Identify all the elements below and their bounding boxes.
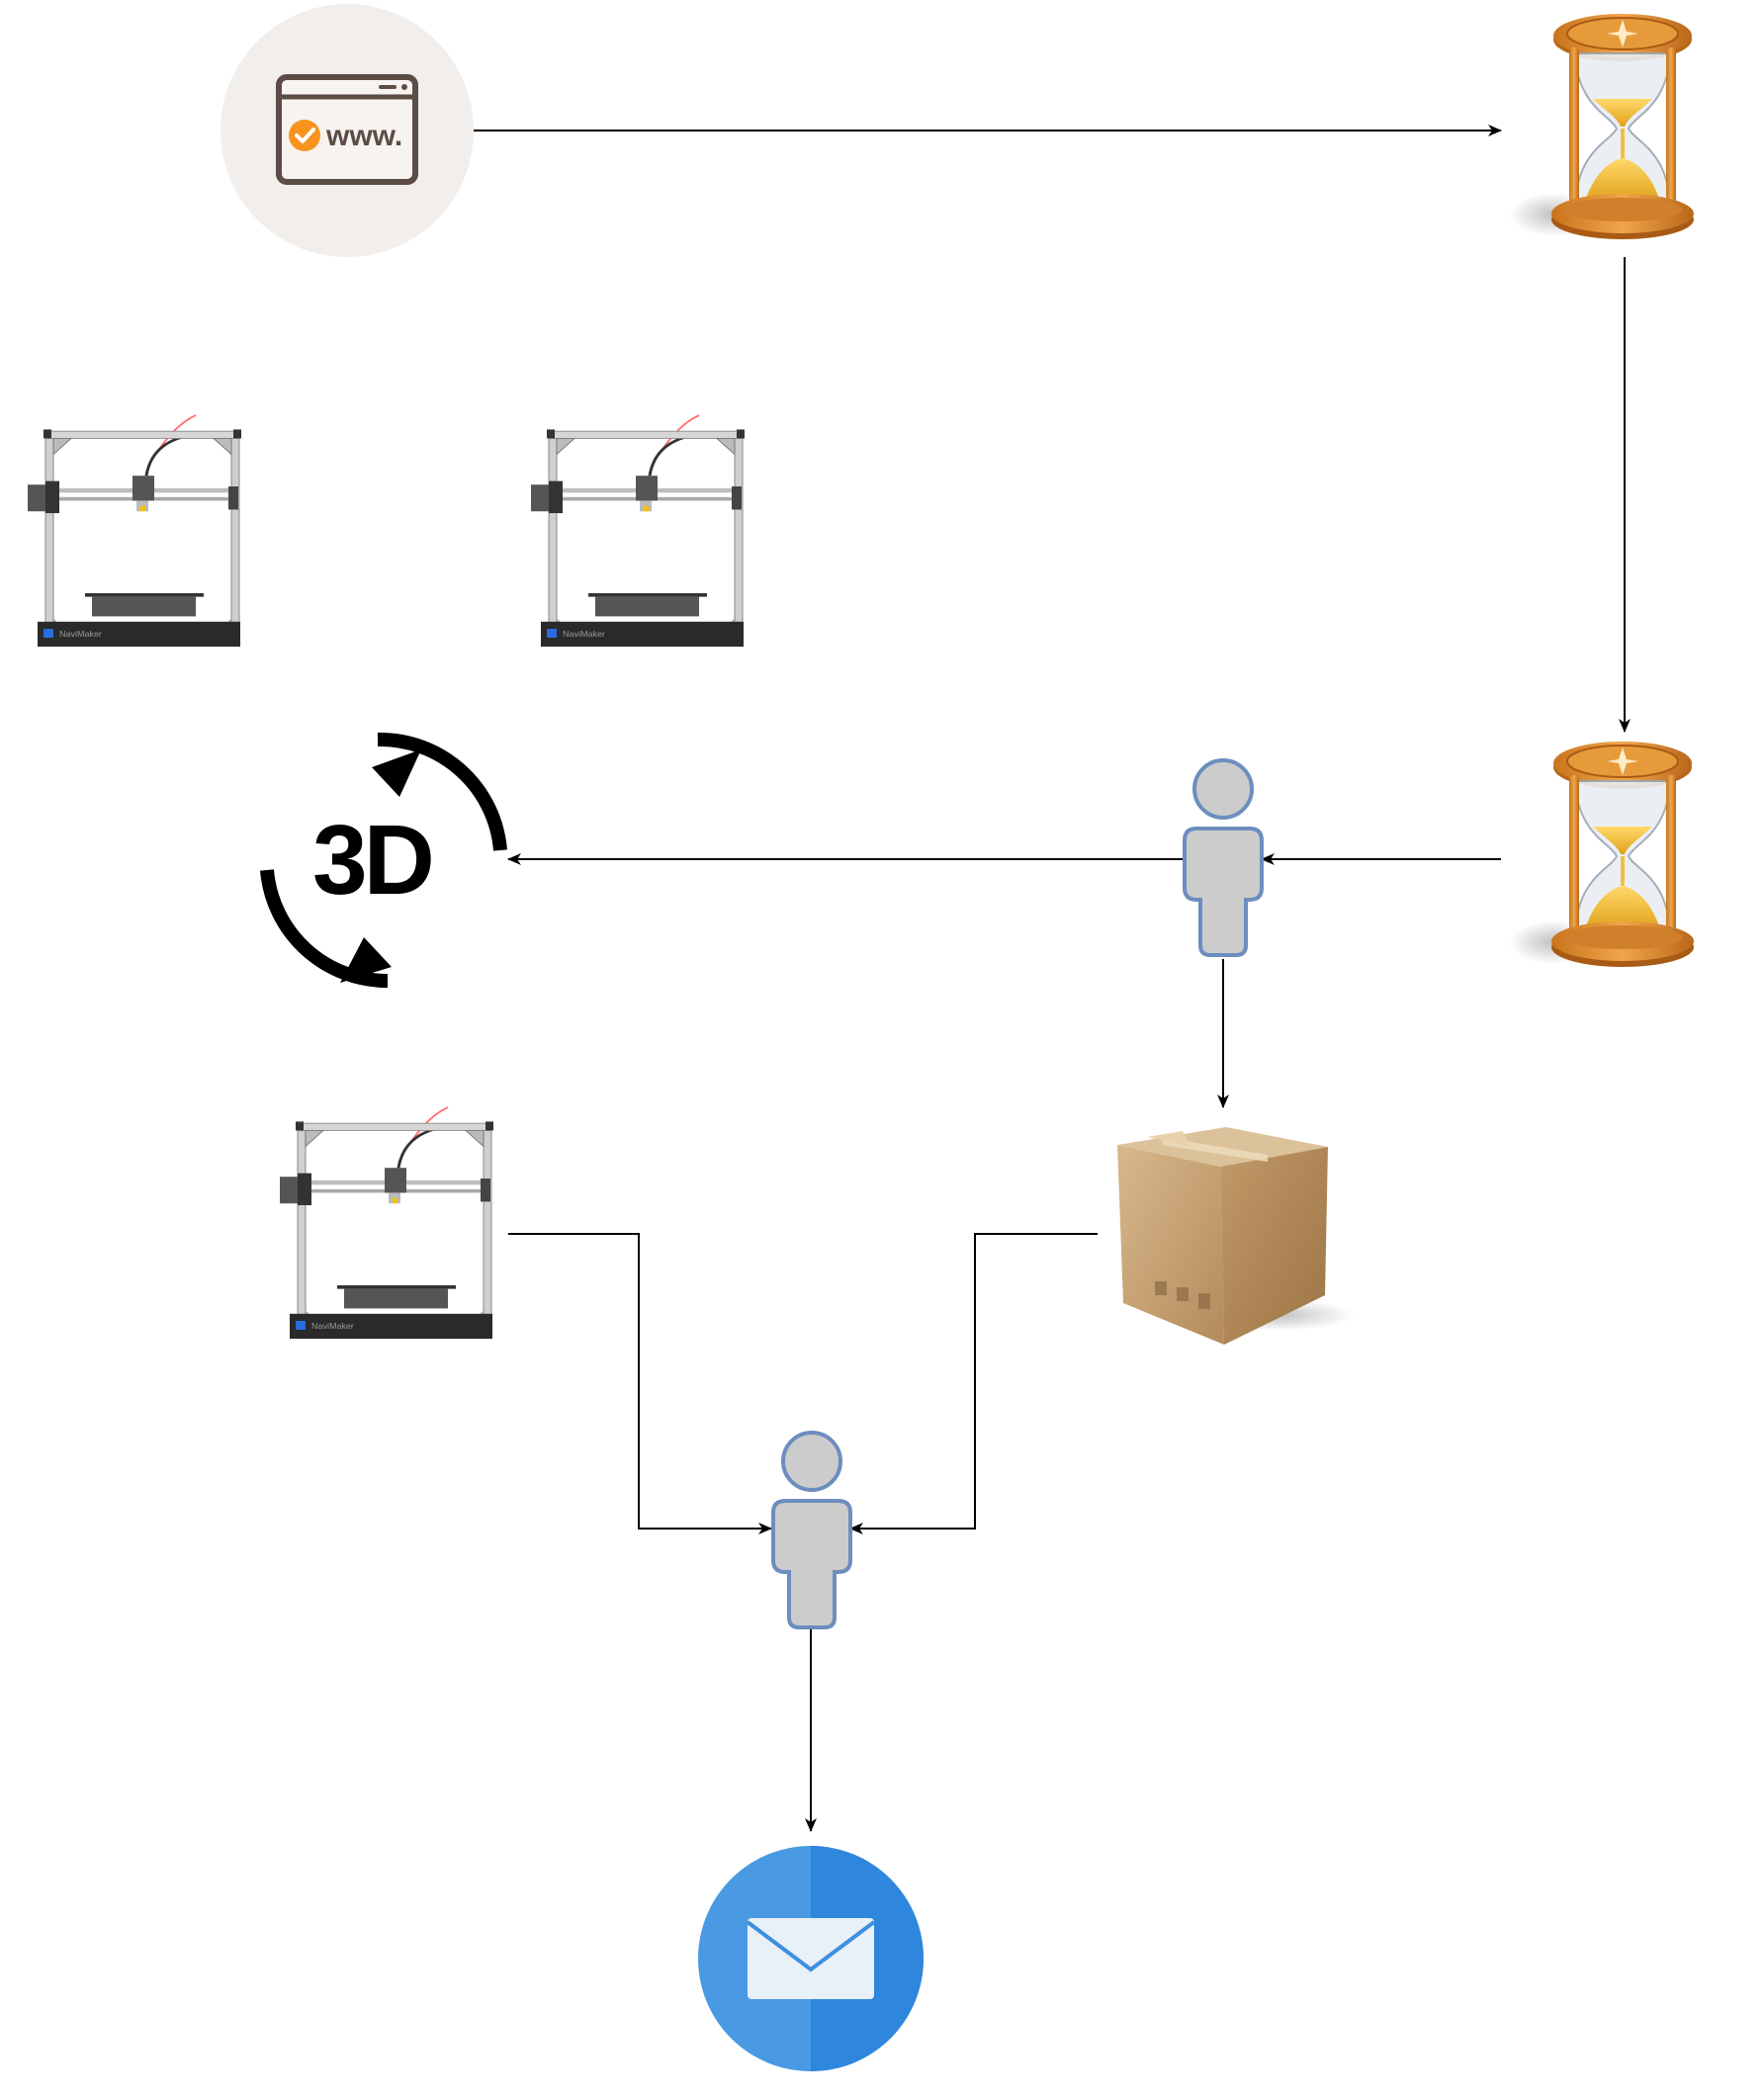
printer-brand-label: NaviMaker: [311, 1322, 354, 1331]
3d-printer-icon-2: NaviMaker: [529, 413, 747, 649]
connector-printer-to-person-bottom: [508, 1233, 772, 1534]
connector-box-to-person-bottom: [849, 1233, 1098, 1534]
3d-printer-icon-3: NaviMaker: [278, 1105, 495, 1341]
3d-printer-icon-1: NaviMaker: [26, 413, 243, 649]
3d-rotate-label: 3D: [312, 805, 432, 916]
hourglass-icon-top: [1508, 13, 1695, 240]
web-icon-label: www.: [325, 120, 402, 152]
3d-rotate-icon: 3D: [260, 732, 507, 989]
printer-brand-label: NaviMaker: [59, 630, 102, 639]
web-page-icon: www.: [220, 4, 474, 257]
person-icon-middle: [1183, 758, 1264, 957]
printer-brand-label: NaviMaker: [563, 630, 605, 639]
hourglass-icon-bottom: [1508, 741, 1695, 968]
mail-icon: [698, 1846, 924, 2071]
package-box-icon: [1117, 1127, 1355, 1345]
person-icon-bottom: [771, 1431, 852, 1629]
